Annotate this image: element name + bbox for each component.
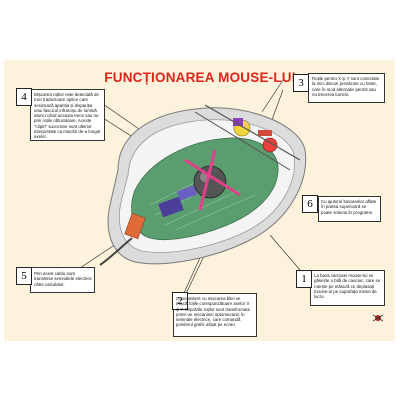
cable-connector (124, 212, 146, 240)
poster-title: FUNCȚIONAREA MOUSE-LUI (104, 70, 296, 85)
callout-number: 5 (16, 267, 32, 285)
encoder-wheel-y (262, 137, 278, 153)
callout-text: Concomitent cu mișcarea bilei se mișcă r… (176, 296, 251, 328)
roller-axes (184, 149, 241, 211)
callout-text: Cu ajutorul butoanelor aflate în partea … (321, 199, 377, 215)
callout-3 (308, 73, 385, 103)
callout-6 (318, 196, 381, 222)
callout-text: Roțile pentru X și Y sunt conectate la m… (312, 76, 380, 97)
callout-text: Mișcarea roților este detectată de mici … (34, 92, 101, 140)
callout-1 (310, 270, 385, 306)
chip (158, 196, 184, 218)
callout-text: Prin acest cablu sunt transmise semnalel… (34, 271, 92, 287)
callout-number: 2 (172, 292, 188, 310)
cable (99, 237, 133, 266)
callout-5 (30, 267, 95, 293)
callout-number: 6 (302, 195, 318, 213)
callout-2 (173, 293, 257, 337)
callout-text: La baza carcasei mouse-lui se găsește o … (314, 273, 381, 300)
callout-number: 1 (296, 270, 312, 288)
callout-4 (30, 89, 105, 141)
callout-number: 3 (293, 74, 309, 92)
callout-number: 4 (16, 88, 32, 106)
logo-icon (372, 314, 384, 322)
